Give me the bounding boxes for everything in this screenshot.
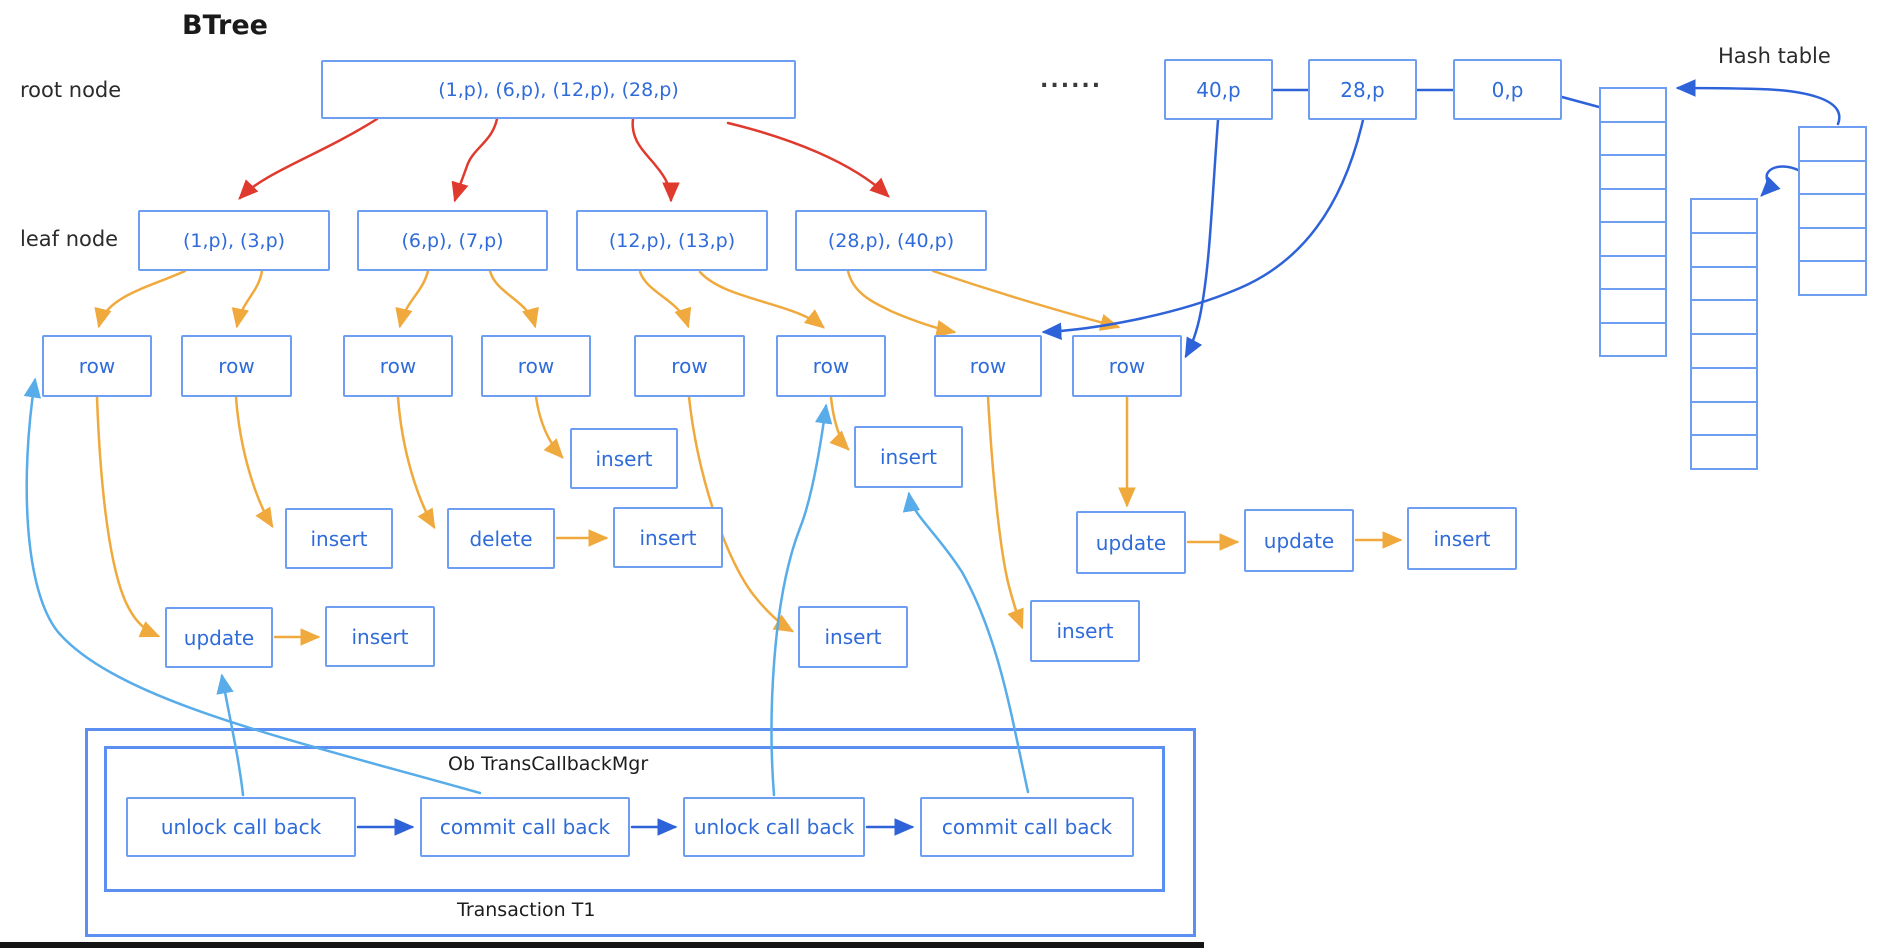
arrow-unlock2-to-row6 — [770, 403, 833, 797]
arrow-row6-to-insert — [829, 395, 850, 451]
row-box-5: row — [634, 335, 745, 397]
row-box-1: row — [42, 335, 152, 397]
arrow-leaf4-to-row8 — [931, 269, 1121, 331]
insert-box-row6: insert — [854, 426, 963, 488]
arrow-leaf1-to-row2 — [231, 269, 264, 329]
leaf-node-2: (6,p), (7,p) — [357, 210, 548, 271]
page-title: BTree — [182, 10, 268, 41]
arrow-commit2-to-insert6 — [902, 491, 1030, 794]
insert-box-row5: insert — [798, 606, 908, 668]
update-box-2: update — [1244, 509, 1354, 572]
insert-box-after-delete: insert — [613, 507, 723, 568]
transaction-inner-box — [104, 746, 1165, 892]
arrow-commit1-to-row1 — [23, 377, 482, 795]
hash-cell — [1692, 231, 1756, 266]
page-box-40p: 40,p — [1164, 59, 1273, 120]
transaction-outer-box — [85, 728, 1196, 937]
arrow-root-to-leaf2 — [451, 117, 499, 203]
unlock-callback-box-1: unlock call back — [126, 797, 356, 857]
bottom-edge-bar — [0, 942, 1204, 948]
hash-cell — [1601, 154, 1665, 188]
leaf-node-1: (1,p), (3,p) — [138, 210, 330, 271]
arrow-28p-to-row7 — [1041, 118, 1365, 340]
insert-box-row2: insert — [285, 508, 393, 569]
hash-cell — [1692, 333, 1756, 367]
leaf-node-4: (28,p), (40,p) — [795, 210, 987, 271]
arrow-leaf2-to-row4 — [488, 269, 539, 329]
arrow-row3-to-delete — [396, 395, 436, 530]
row-box-8: row — [1072, 335, 1182, 397]
row-box-6: row — [776, 335, 886, 397]
hash-cell — [1692, 434, 1756, 468]
hash-cell — [1692, 400, 1756, 435]
hash-cell — [1692, 366, 1756, 401]
arrow-row4-to-insert — [534, 395, 564, 459]
link-0p-hashcol — [1560, 95, 1601, 109]
arrow-leaf4-to-row7 — [846, 269, 957, 338]
arrow-unlock1-to-update — [216, 673, 245, 797]
hash-column-2 — [1690, 198, 1758, 470]
hash-cell — [1800, 226, 1865, 261]
insert-box-after-update: insert — [325, 606, 435, 667]
row-box-3: row — [343, 335, 453, 397]
insert-box-right: insert — [1407, 507, 1517, 570]
hash-cell — [1800, 159, 1865, 194]
arrow-row2-to-insert — [234, 395, 274, 529]
commit-callback-box-2: commit call back — [920, 797, 1134, 857]
arrow-hashcol3-to-hashcol2 — [1760, 165, 1800, 197]
arrow-leaf2-to-row3 — [395, 269, 430, 329]
hash-cell — [1692, 200, 1756, 232]
insert-box-row4: insert — [570, 428, 678, 489]
hash-cell — [1601, 89, 1665, 121]
ellipsis-label: ...... — [1040, 68, 1103, 93]
hash-cell — [1800, 128, 1865, 160]
page-box-28p: 28,p — [1308, 59, 1417, 120]
arrow-row1-to-update — [95, 395, 161, 638]
arrow-hashcol3-to-hashcol1 — [1675, 79, 1841, 126]
hash-cell — [1601, 288, 1665, 322]
root-node-label: root node — [20, 78, 122, 102]
commit-callback-box-1: commit call back — [420, 797, 630, 857]
update-box-1: update — [1076, 511, 1186, 574]
hash-cell — [1601, 221, 1665, 255]
arrow-root-to-leaf4 — [726, 121, 890, 198]
delete-box-row3: delete — [447, 508, 555, 569]
hash-cell — [1692, 265, 1756, 300]
page-box-0p: 0,p — [1453, 59, 1562, 120]
btree-root-node: (1,p), (6,p), (12,p), (28,p) — [321, 60, 796, 119]
unlock-callback-box-2: unlock call back — [683, 797, 865, 857]
insert-box-row7: insert — [1030, 600, 1140, 662]
transaction-t1-label: Transaction T1 — [457, 899, 596, 921]
row-box-2: row — [181, 335, 292, 397]
arrow-root-to-leaf1 — [238, 117, 379, 200]
hash-cell — [1800, 193, 1865, 227]
hash-table-label: Hash table — [1718, 44, 1831, 68]
hash-cell — [1601, 254, 1665, 289]
row-box-4: row — [481, 335, 591, 397]
hash-cell — [1601, 120, 1665, 155]
arrow-40p-to-row8 — [1184, 118, 1220, 359]
arrow-leaf1-to-row1 — [94, 269, 187, 329]
arrow-leaf3-to-row5 — [638, 270, 692, 329]
row-box-7: row — [934, 335, 1042, 397]
hash-column-3 — [1798, 126, 1867, 296]
hash-cell — [1601, 187, 1665, 222]
arrow-row7-to-insert — [986, 395, 1024, 630]
arrow-leaf3-to-row6 — [698, 270, 825, 329]
hash-cell — [1800, 260, 1865, 294]
hash-column-1 — [1599, 87, 1667, 357]
update-box-row1: update — [165, 607, 273, 668]
arrow-root-to-leaf3 — [631, 117, 680, 203]
callback-mgr-label: Ob TransCallbackMgr — [448, 753, 649, 775]
leaf-node-label: leaf node — [20, 227, 119, 251]
leaf-node-3: (12,p), (13,p) — [576, 210, 768, 271]
hash-cell — [1601, 321, 1665, 356]
hash-cell — [1692, 299, 1756, 333]
